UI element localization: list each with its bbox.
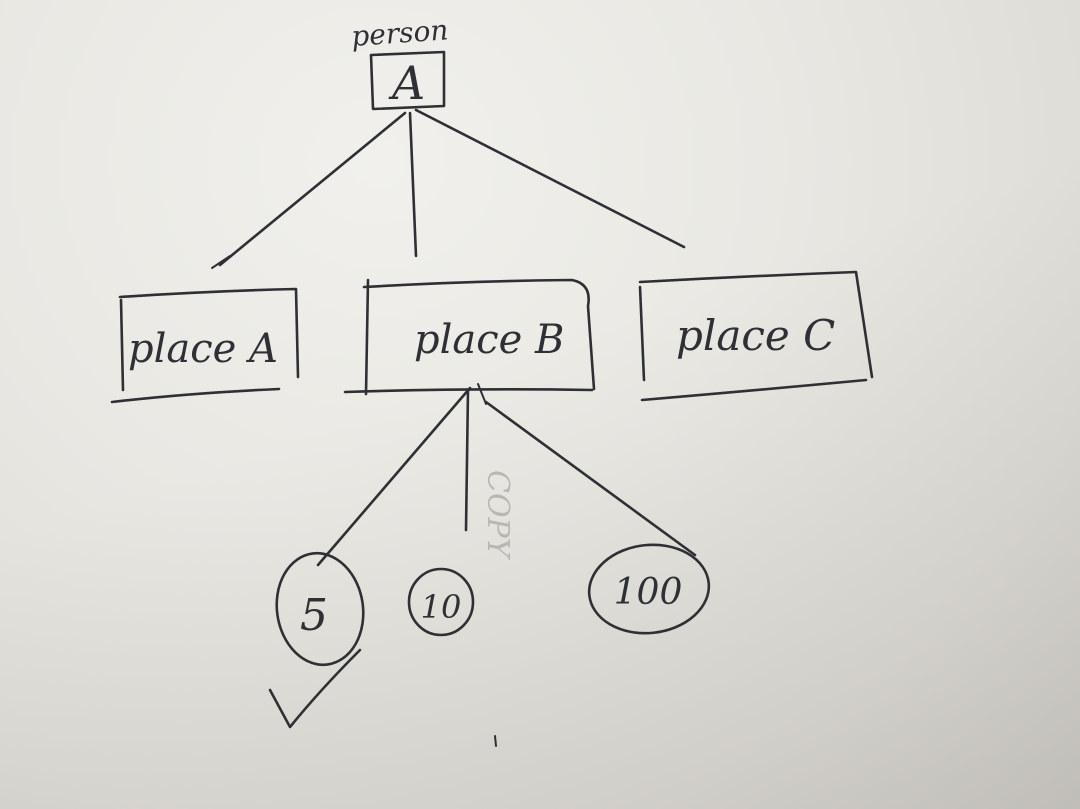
place-c-box-bottom: [640, 378, 868, 402]
root-label: A: [388, 56, 425, 110]
stray-mark: [494, 735, 497, 747]
bleed-through-text: COPY: [480, 470, 515, 561]
edge-place-b-value-100: [484, 400, 697, 557]
place-b-edges: [316, 383, 697, 567]
edge-place-b-value-10: [464, 388, 470, 532]
place-b-box-left: [364, 278, 370, 396]
place-b-node: place B: [343, 278, 596, 396]
value-100-node: 100: [587, 543, 711, 635]
value-5-label: 5: [300, 590, 328, 641]
value-5-circle: [275, 551, 365, 667]
edge-place-b-value-5: [316, 386, 472, 567]
edge-root-place-a: [218, 111, 407, 267]
value-10-node: 10: [407, 567, 475, 637]
place-c-node: place C: [638, 270, 874, 402]
root-node: person A: [350, 13, 449, 111]
place-a-label: place A: [128, 326, 278, 372]
place-c-box-left: [638, 285, 646, 382]
root-box: [369, 50, 446, 111]
value-100-label: 100: [614, 572, 683, 613]
place-c-label: place C: [676, 311, 835, 360]
edge-root-place-a-tick: [211, 255, 231, 269]
place-a-box-bottom: [110, 387, 281, 404]
place-b-box-top-right: [362, 278, 596, 391]
value-10-circle: [407, 567, 475, 637]
place-c-box-top-right: [638, 270, 874, 379]
root-caption: person: [350, 13, 449, 53]
edge-place-b-value-100-start: [477, 383, 487, 405]
edge-root-place-c: [414, 108, 686, 249]
place-a-box-left: [119, 298, 125, 392]
place-b-label: place B: [414, 317, 564, 363]
place-a-node: place A: [110, 287, 300, 404]
value-5-node: 5: [268, 551, 365, 729]
edge-root-place-b: [408, 111, 418, 258]
value-100-circle: [587, 543, 711, 635]
place-a-box-top-right: [118, 287, 300, 379]
check-icon: [268, 648, 362, 729]
root-edges: [211, 108, 686, 269]
value-10-label: 10: [421, 588, 462, 626]
